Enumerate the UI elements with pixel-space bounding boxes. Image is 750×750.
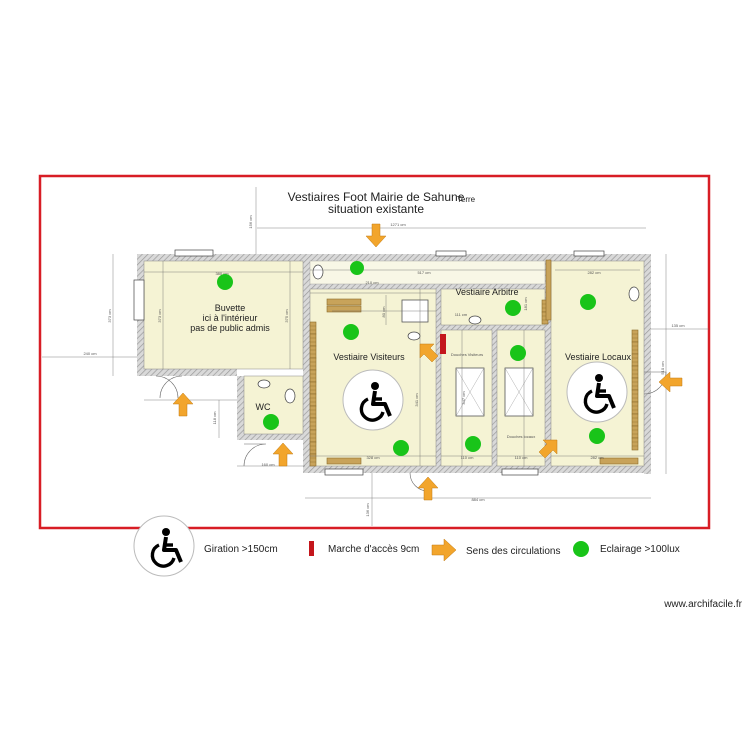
light-icon <box>465 436 481 452</box>
corridor <box>309 260 546 285</box>
plan-title: Vestiaires Foot Mairie de Sahune <box>288 190 465 204</box>
svg-text:110 cm: 110 cm <box>515 455 528 460</box>
arrow-icon <box>172 392 194 417</box>
light-icon <box>393 440 409 456</box>
svg-text:347 cm: 347 cm <box>461 391 466 405</box>
svg-text:341 cm: 341 cm <box>414 393 419 407</box>
legend-giration: Giration >150cm <box>204 544 278 555</box>
svg-text:375 cm: 375 cm <box>284 309 289 323</box>
legend-sens: Sens des circulations <box>466 546 561 557</box>
legend: Giration >150cm Marche d'accès 9cm Sens … <box>132 514 680 578</box>
light-icon <box>343 324 359 340</box>
wheelchair-icon <box>132 514 196 578</box>
step-legend-icon <box>309 541 314 556</box>
svg-text:884 cm: 884 cm <box>471 497 485 502</box>
light-icon <box>263 414 279 430</box>
room-fills <box>143 260 645 467</box>
svg-text:111 cm: 111 cm <box>455 312 468 317</box>
wheelchair-icon <box>341 368 405 432</box>
terre-label: Terre <box>457 195 476 204</box>
legend-marche: Marche d'accès 9cm <box>328 544 419 555</box>
buvette-label-3: pas de public admis <box>190 323 270 333</box>
visiteurs-label: Vestiaire Visiteurs <box>333 352 405 362</box>
svg-text:210 cm: 210 cm <box>365 280 379 285</box>
svg-text:328 cm: 328 cm <box>366 455 380 460</box>
svg-text:1271 cm: 1271 cm <box>390 222 406 227</box>
buvette-label-1: Buvette <box>215 303 246 313</box>
douches-visiteurs-label: Douches Visiteurs <box>451 352 483 357</box>
light-icon <box>217 274 233 290</box>
svg-text:380 cm: 380 cm <box>215 271 229 276</box>
light-icon <box>589 428 605 444</box>
svg-text:240 cm: 240 cm <box>83 351 97 356</box>
light-icon <box>510 345 526 361</box>
arbitre-label: Vestiaire Arbitre <box>455 287 518 297</box>
buvette-label-2: ici à l'intérieur <box>203 313 258 323</box>
svg-text:156 cm: 156 cm <box>248 215 253 229</box>
plan-subtitle: situation existante <box>328 202 424 216</box>
arrow-icon <box>431 538 457 562</box>
svg-text:517 cm: 517 cm <box>417 270 431 275</box>
svg-text:110 cm: 110 cm <box>461 455 474 460</box>
svg-text:135 cm: 135 cm <box>671 323 685 328</box>
wheelchair-icon <box>565 360 629 424</box>
svg-text:80 cm: 80 cm <box>381 306 386 318</box>
access-step <box>440 334 446 354</box>
benches <box>309 259 639 467</box>
douches-locaux-label: Douches locaux <box>507 434 535 439</box>
locaux-label: Vestiaire Locaux <box>565 352 632 362</box>
arrow-icon <box>419 343 439 363</box>
svg-text:373 cm: 373 cm <box>157 309 162 323</box>
svg-text:373 cm: 373 cm <box>107 309 112 323</box>
arrow-icon <box>365 223 387 248</box>
svg-text:181 cm: 181 cm <box>523 297 528 311</box>
sanitary-fixtures <box>257 264 640 404</box>
lighting-points <box>217 261 605 456</box>
svg-text:136 cm: 136 cm <box>365 503 370 517</box>
doors <box>155 371 667 492</box>
light-icon <box>573 541 589 557</box>
arrow-icon <box>417 476 439 501</box>
arrow-icon <box>538 439 558 459</box>
room-labels: Buvette ici à l'intérieur pas de public … <box>190 287 631 439</box>
dimension-lines <box>42 187 709 526</box>
windows <box>133 249 605 476</box>
light-icon <box>505 300 521 316</box>
legend-eclairage: Eclairage >100lux <box>600 544 680 555</box>
svg-text:282 cm: 282 cm <box>587 270 601 275</box>
svg-text:118 cm: 118 cm <box>212 411 217 424</box>
svg-text:160 cm: 160 cm <box>261 462 275 467</box>
svg-text:282 cm: 282 cm <box>590 455 604 460</box>
arrow-icon <box>658 371 683 393</box>
wc-label: WC <box>256 402 271 412</box>
light-icon <box>350 261 364 275</box>
arbitre-room <box>440 288 546 326</box>
shower-trays <box>401 299 534 417</box>
svg-text:510 cm: 510 cm <box>660 361 665 375</box>
building-walls <box>137 254 651 474</box>
property-boundary <box>38 174 711 530</box>
credit: www.archifacile.fr <box>663 599 742 610</box>
light-icon <box>580 294 596 310</box>
dimension-labels: 156 cm 1271 cm 240 cm 373 cm 380 cm 373 … <box>83 215 685 517</box>
circulation-arrows <box>172 223 683 501</box>
arrow-icon <box>272 442 294 467</box>
